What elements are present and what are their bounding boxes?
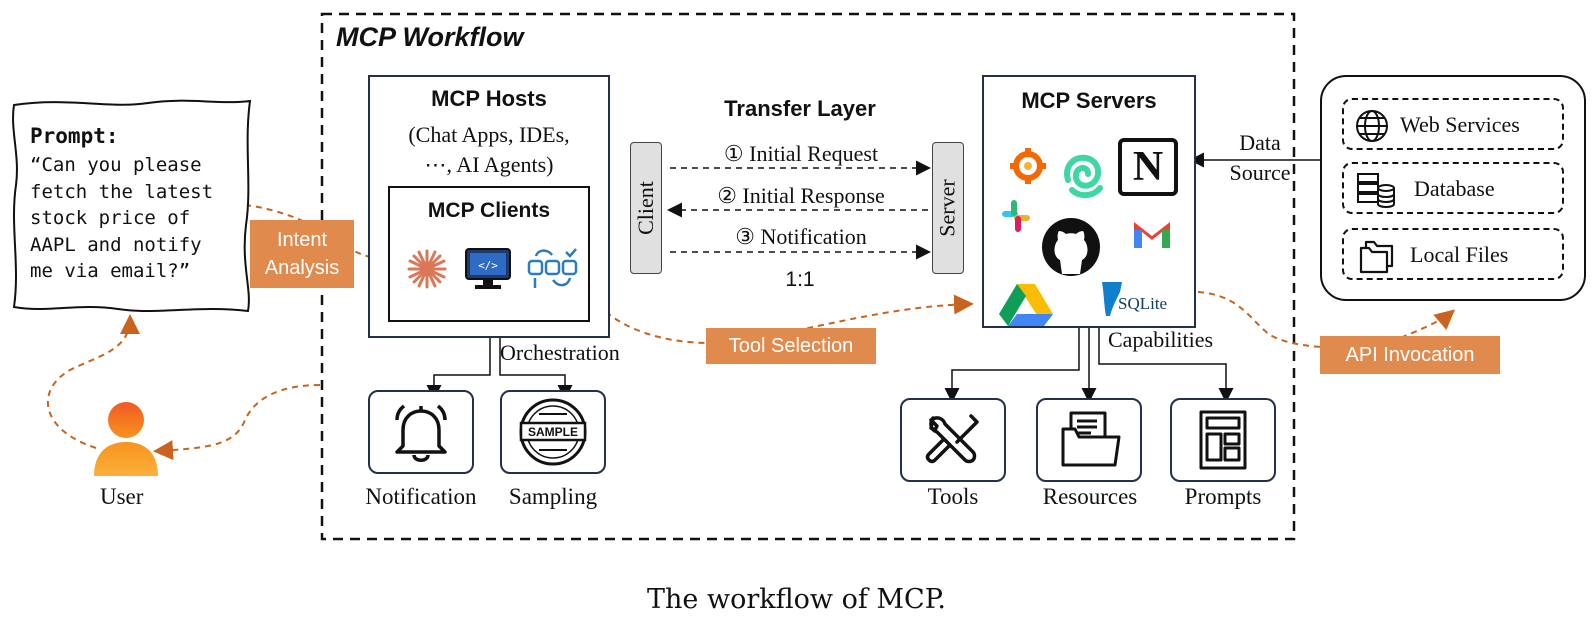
tool-selection-tag: Tool Selection <box>706 328 876 364</box>
notification-box <box>368 390 474 474</box>
folder-icon <box>1061 411 1121 467</box>
claude-icon <box>407 249 447 289</box>
mcp-hosts-subtitle-2: ⋯, AI Agents) <box>424 152 554 177</box>
transfer-ratio: 1:1 <box>785 268 815 291</box>
intent-tag-line: Analysis <box>264 257 340 279</box>
intent-tag-line: Intent <box>276 229 328 251</box>
capability-line-tools <box>944 327 1080 403</box>
resources-label: Resources <box>1042 484 1138 509</box>
agent-workflow-icon <box>527 248 578 288</box>
transfer-message: ① Initial Request <box>723 141 879 166</box>
intent-analysis-tag: Intent Analysis <box>250 220 354 288</box>
api-invocation-tag: API Invocation <box>1320 336 1500 374</box>
mcp-hosts-subtitle-1: (Chat Apps, IDEs, <box>408 122 570 147</box>
prompt-line: me via email?” <box>30 260 191 282</box>
orchestration-line-notification <box>426 327 491 400</box>
svg-text:SAMPLE: SAMPLE <box>528 425 578 439</box>
slack-icon <box>1002 200 1030 232</box>
data-source-label-2: Source <box>1229 160 1291 185</box>
user-feedback-flow <box>153 384 321 461</box>
prompts-label: Prompts <box>1184 484 1262 509</box>
sampling-label: Sampling <box>508 484 598 509</box>
code-monitor-icon: </> <box>465 248 511 289</box>
api-invocation-flow <box>1197 291 1456 349</box>
orchestration-label: Orchestration <box>500 340 620 365</box>
tool-selection-flow <box>605 294 974 344</box>
prompt-text: “Can you please fetch the latest stock p… <box>30 152 213 285</box>
user-label: User <box>100 484 144 509</box>
resources-box <box>1036 398 1142 482</box>
transfer-message: ② Initial Response <box>717 183 885 208</box>
local-files-item: Local Files <box>1342 228 1564 280</box>
mcp-hosts-title: MCP Hosts <box>431 86 547 111</box>
files-icon <box>1359 240 1394 274</box>
tools-label: Tools <box>927 484 979 509</box>
local-files-label: Local Files <box>1410 242 1509 267</box>
prompt-line: “Can you please <box>30 154 202 176</box>
client-endpoint-label: Client <box>633 181 658 235</box>
capability-line-prompts <box>1098 327 1234 403</box>
data-source-label-1: Data <box>1239 130 1281 155</box>
mcp-clients-title: MCP Clients <box>427 199 551 222</box>
notion-icon: N <box>1118 138 1178 196</box>
web-services-item: Web Services <box>1342 98 1564 150</box>
server-endpoint-label: Server <box>935 179 961 237</box>
server-endpoint: Server <box>932 142 964 274</box>
figure-caption: The workflow of MCP. <box>647 584 946 615</box>
notion-letter: N <box>1132 144 1164 190</box>
client-endpoint: Client <box>630 142 662 274</box>
database-label: Database <box>1414 176 1495 201</box>
prompt-card-outline <box>12 99 252 313</box>
spiral-icon <box>1064 154 1103 198</box>
sampling-box: SAMPLE <box>500 390 606 474</box>
prompt-line: fetch the latest <box>30 180 214 203</box>
sqlite-icon: SQLite <box>1098 278 1186 318</box>
workflow-frame <box>320 12 1296 541</box>
mcp-servers-title: MCP Servers <box>1021 88 1157 113</box>
notification-label: Notification <box>365 484 477 509</box>
capabilities-label: Capabilities <box>1108 327 1214 352</box>
grafana-icon <box>1010 148 1046 184</box>
sqlite-label: SQLite <box>1118 294 1168 313</box>
database-icon <box>1357 173 1395 208</box>
globe-icon <box>1356 110 1388 142</box>
database-item: Database <box>1342 162 1564 214</box>
web-services-label: Web Services <box>1400 112 1520 137</box>
transfer-layer-title: Transfer Layer <box>724 96 876 121</box>
sqlite-feather-icon <box>1102 282 1122 316</box>
prompt-label: Prompt: <box>30 124 119 148</box>
prompt-line: stock price of <box>30 207 191 229</box>
google-drive-icon <box>999 284 1053 326</box>
user-prompt-flow <box>46 314 140 449</box>
workflow-title: MCP Workflow <box>336 22 524 52</box>
bell-icon <box>395 404 447 462</box>
svg-text:</>: </> <box>478 259 498 272</box>
tools-box <box>900 398 1006 482</box>
user-icon <box>94 402 158 476</box>
gmail-icon <box>1134 222 1170 248</box>
prompts-box <box>1170 398 1276 482</box>
prompt-line: AAPL and notify <box>30 233 202 256</box>
template-icon <box>1199 410 1247 470</box>
sample-stamp-icon: SAMPLE <box>519 398 587 466</box>
github-icon <box>1042 218 1100 276</box>
orchestration-line-sampling <box>499 327 573 400</box>
tools-icon <box>925 414 979 464</box>
transfer-message: ③ Notification <box>735 224 867 249</box>
